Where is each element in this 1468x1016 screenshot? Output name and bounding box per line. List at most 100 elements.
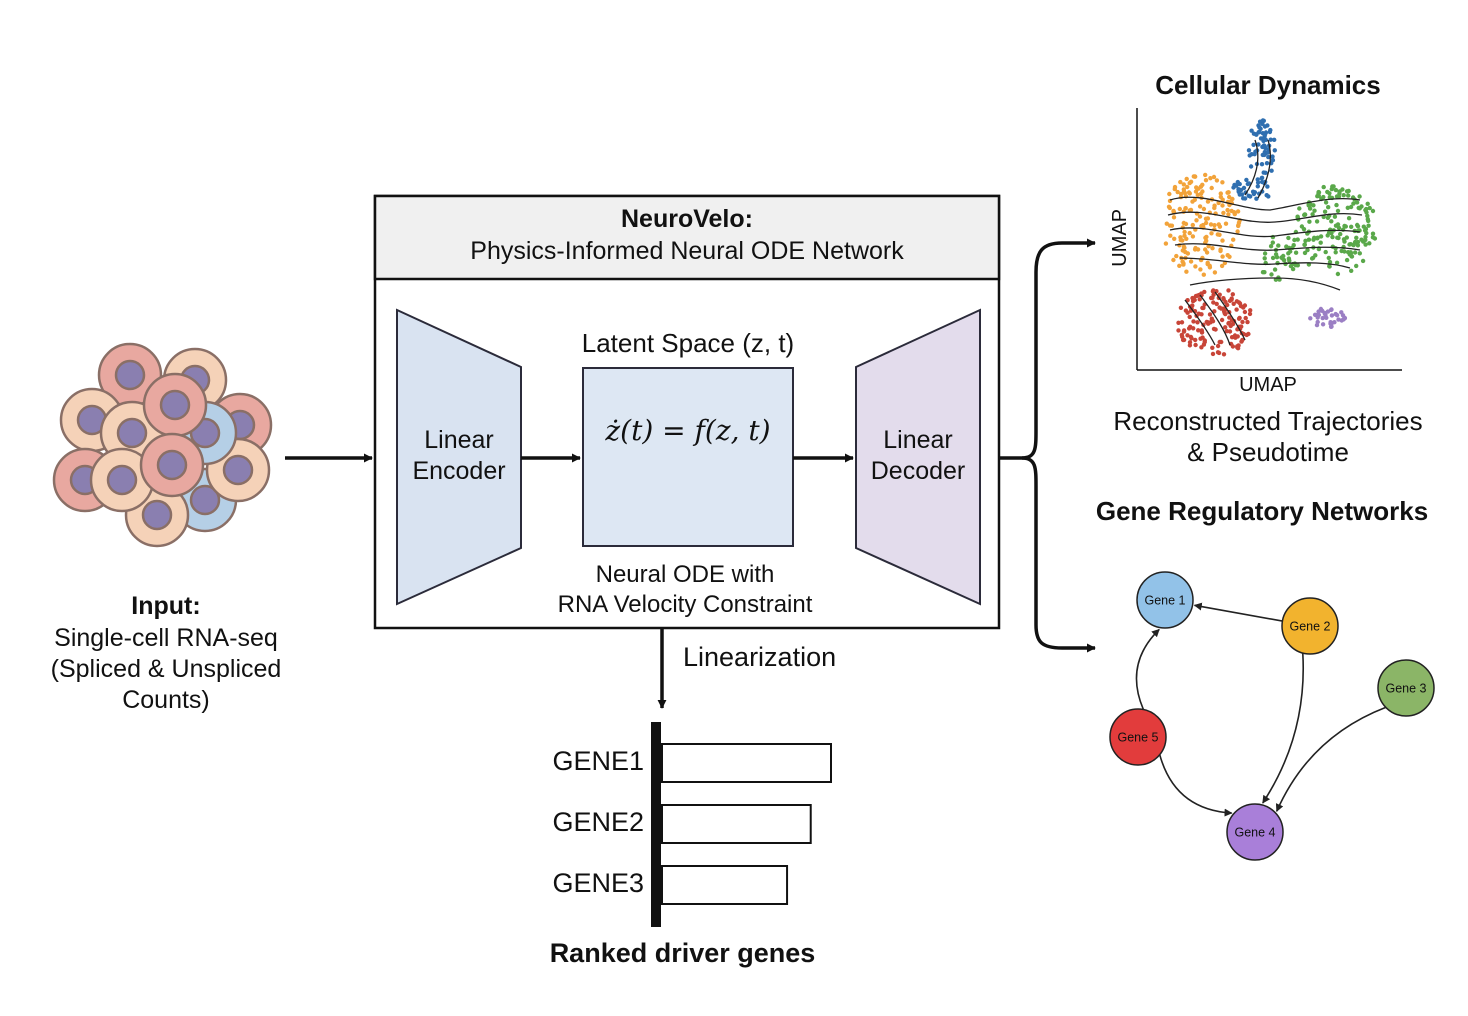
umap-point — [1232, 333, 1238, 338]
umap-cluster-4 — [1292, 184, 1378, 277]
umap-point — [1365, 201, 1370, 206]
umap-point — [1188, 334, 1194, 340]
gene-bar-2 — [661, 804, 812, 844]
umap-point — [1217, 339, 1222, 345]
umap-point — [1242, 309, 1248, 315]
umap-cluster-6 — [1176, 288, 1253, 357]
umap-point — [1183, 206, 1188, 211]
umap-point — [1354, 200, 1360, 205]
umap-point — [1348, 204, 1354, 210]
umap-point — [1256, 142, 1261, 147]
umap-point — [1215, 350, 1221, 355]
umap-point — [1362, 228, 1368, 233]
umap-point — [1190, 303, 1195, 308]
umap-point — [1184, 269, 1189, 274]
umap-point — [1226, 288, 1231, 293]
umap-point — [1205, 261, 1210, 267]
umap-point — [1325, 233, 1330, 238]
umap-point — [1240, 319, 1245, 325]
umap-point — [1342, 249, 1347, 254]
umap-plot — [1136, 108, 1402, 371]
umap-point — [1237, 181, 1242, 187]
umap-point — [1196, 186, 1201, 191]
umap-point — [1270, 154, 1275, 159]
grn-edge-g3-g4 — [1275, 706, 1387, 813]
umap-point — [1254, 132, 1259, 137]
umap-point — [1228, 199, 1234, 204]
umap-point — [1335, 208, 1341, 214]
umap-point — [1312, 235, 1317, 240]
umap-point — [1248, 164, 1254, 169]
umap-point — [1234, 183, 1239, 188]
umap-point — [1349, 224, 1354, 229]
umap-point — [1229, 208, 1234, 214]
umap-point — [1211, 292, 1216, 297]
grn-edge-g5-g1 — [1135, 628, 1160, 710]
umap-point — [1214, 178, 1220, 183]
umap-point — [1203, 216, 1209, 221]
umap-point — [1266, 154, 1271, 160]
umap-point — [1174, 253, 1179, 259]
umap-point — [1260, 144, 1265, 150]
umap-point — [1198, 336, 1203, 341]
umap-point — [1235, 209, 1241, 214]
umap-point — [1185, 184, 1190, 190]
umap-point — [1355, 243, 1361, 248]
umap-point — [1325, 215, 1331, 220]
umap-point — [1266, 194, 1271, 199]
umap-point — [1176, 328, 1181, 333]
umap-point — [1346, 193, 1351, 198]
umap-point — [1183, 221, 1189, 227]
umap-point — [1195, 320, 1200, 325]
umap-point — [1221, 352, 1227, 357]
umap-point — [1306, 237, 1312, 242]
umap-point — [1349, 254, 1354, 259]
umap-point — [1325, 309, 1331, 314]
umap-point — [1168, 233, 1173, 238]
umap-point — [1198, 267, 1203, 272]
umap-point — [1314, 219, 1320, 224]
umap-point — [1363, 234, 1368, 240]
umap-point — [1231, 301, 1236, 306]
cell — [124, 482, 190, 548]
encoder-label-1: Linear — [424, 426, 494, 454]
umap-point — [1188, 179, 1194, 184]
umap-point — [1336, 194, 1342, 199]
umap-point — [1166, 204, 1172, 209]
umap-point — [1181, 187, 1187, 192]
umap-point — [1347, 242, 1352, 247]
umap-point — [1231, 237, 1236, 242]
umap-point — [1187, 340, 1193, 345]
grn-node-label-g2: Gene 2 — [1289, 620, 1330, 634]
umap-point — [1327, 264, 1332, 269]
umap-point — [1260, 121, 1265, 127]
umap-point — [1203, 178, 1209, 183]
umap-point — [1346, 216, 1352, 221]
umap-point — [1269, 272, 1274, 277]
umap-point — [1366, 218, 1371, 224]
umap-point — [1326, 255, 1332, 261]
umap-point — [1227, 315, 1232, 320]
umap-point — [1259, 176, 1264, 181]
umap-point — [1309, 256, 1315, 261]
umap-point — [1370, 208, 1376, 214]
umap-point — [1164, 221, 1170, 226]
umap-point — [1303, 238, 1308, 243]
umap-point — [1221, 210, 1226, 216]
umap-point — [1299, 224, 1305, 229]
umap-point — [1171, 257, 1176, 263]
umap-point — [1193, 342, 1198, 348]
umap-point — [1237, 315, 1242, 321]
umap-point — [1329, 313, 1335, 318]
umap-point — [1200, 305, 1205, 311]
neurovelo-header — [373, 194, 1001, 281]
umap-point — [1167, 191, 1172, 197]
umap-point — [1370, 231, 1376, 236]
grn-node-g5 — [1109, 708, 1167, 766]
gene-label-3: GENE3 — [552, 868, 644, 898]
cell — [142, 372, 208, 438]
umap-point — [1268, 137, 1273, 142]
umap-point — [1265, 123, 1270, 128]
cell — [97, 342, 163, 408]
umap-point — [1178, 237, 1184, 243]
